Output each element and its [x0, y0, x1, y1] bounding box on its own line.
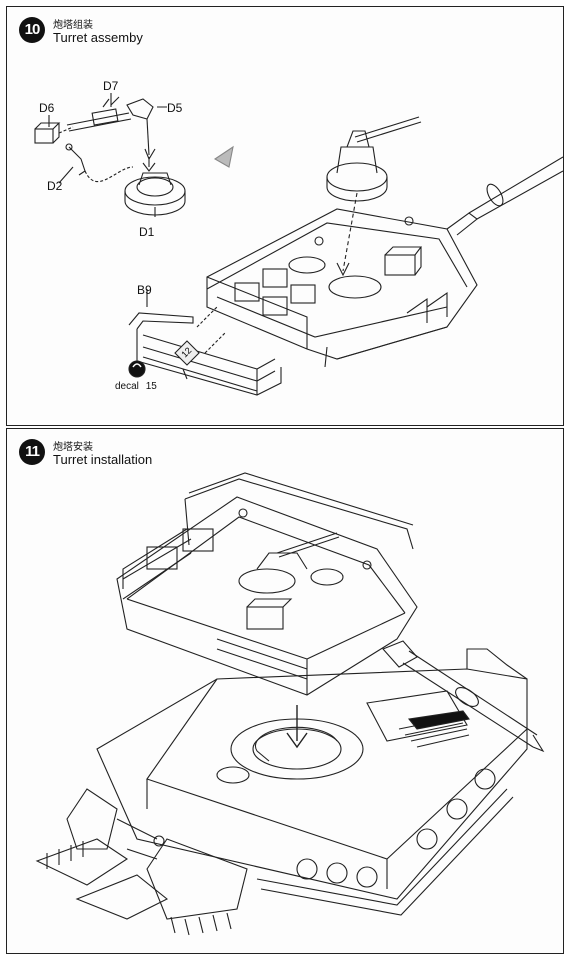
part-label-b9: B9 — [137, 283, 152, 297]
decal-number: 15 — [145, 381, 157, 392]
decal-text: decal — [115, 381, 139, 392]
turret-body — [206, 208, 478, 368]
step-title-chinese: 炮塔安装 — [53, 442, 93, 453]
step-11-panel: 11 炮塔安装 Turret installation — [6, 428, 564, 954]
mine-plough — [35, 788, 248, 936]
assembled-cupola — [326, 116, 422, 277]
tank-hull — [96, 648, 528, 900]
machine-gun-part-d7 — [66, 96, 132, 132]
step-number-badge: 10 — [19, 17, 45, 43]
part-label-d6: D6 — [39, 101, 55, 115]
turret-installation-drawing — [35, 472, 545, 936]
tank-tracks — [256, 768, 514, 916]
step-10-panel: 10 炮塔组装 Turret assemby — [6, 6, 564, 426]
turret-assembled — [116, 472, 418, 696]
part-label-d5: D5 — [167, 101, 183, 115]
step-title-english: Turret assemby — [53, 30, 143, 45]
install-arrow — [286, 705, 308, 749]
bracket-part-d5 — [126, 98, 156, 161]
rod-part-d2 — [65, 143, 134, 183]
part-label-d2: D2 — [47, 179, 63, 193]
step-title-chinese: 炮塔组装 — [53, 20, 93, 31]
part-label-d7: D7 — [103, 79, 119, 93]
cupola-ring-part-d1 — [124, 157, 186, 216]
part-label-d1: D1 — [139, 225, 155, 239]
decal-label: decal 15 — [115, 381, 157, 392]
step-number-badge: 11 — [19, 439, 45, 465]
tank-main-gun — [382, 640, 545, 753]
main-gun-barrel — [446, 156, 563, 236]
step-title-english: Turret installation — [53, 452, 153, 467]
ammo-box-part-d6 — [34, 122, 74, 144]
turret-assembly-drawing: 12 — [34, 93, 563, 396]
